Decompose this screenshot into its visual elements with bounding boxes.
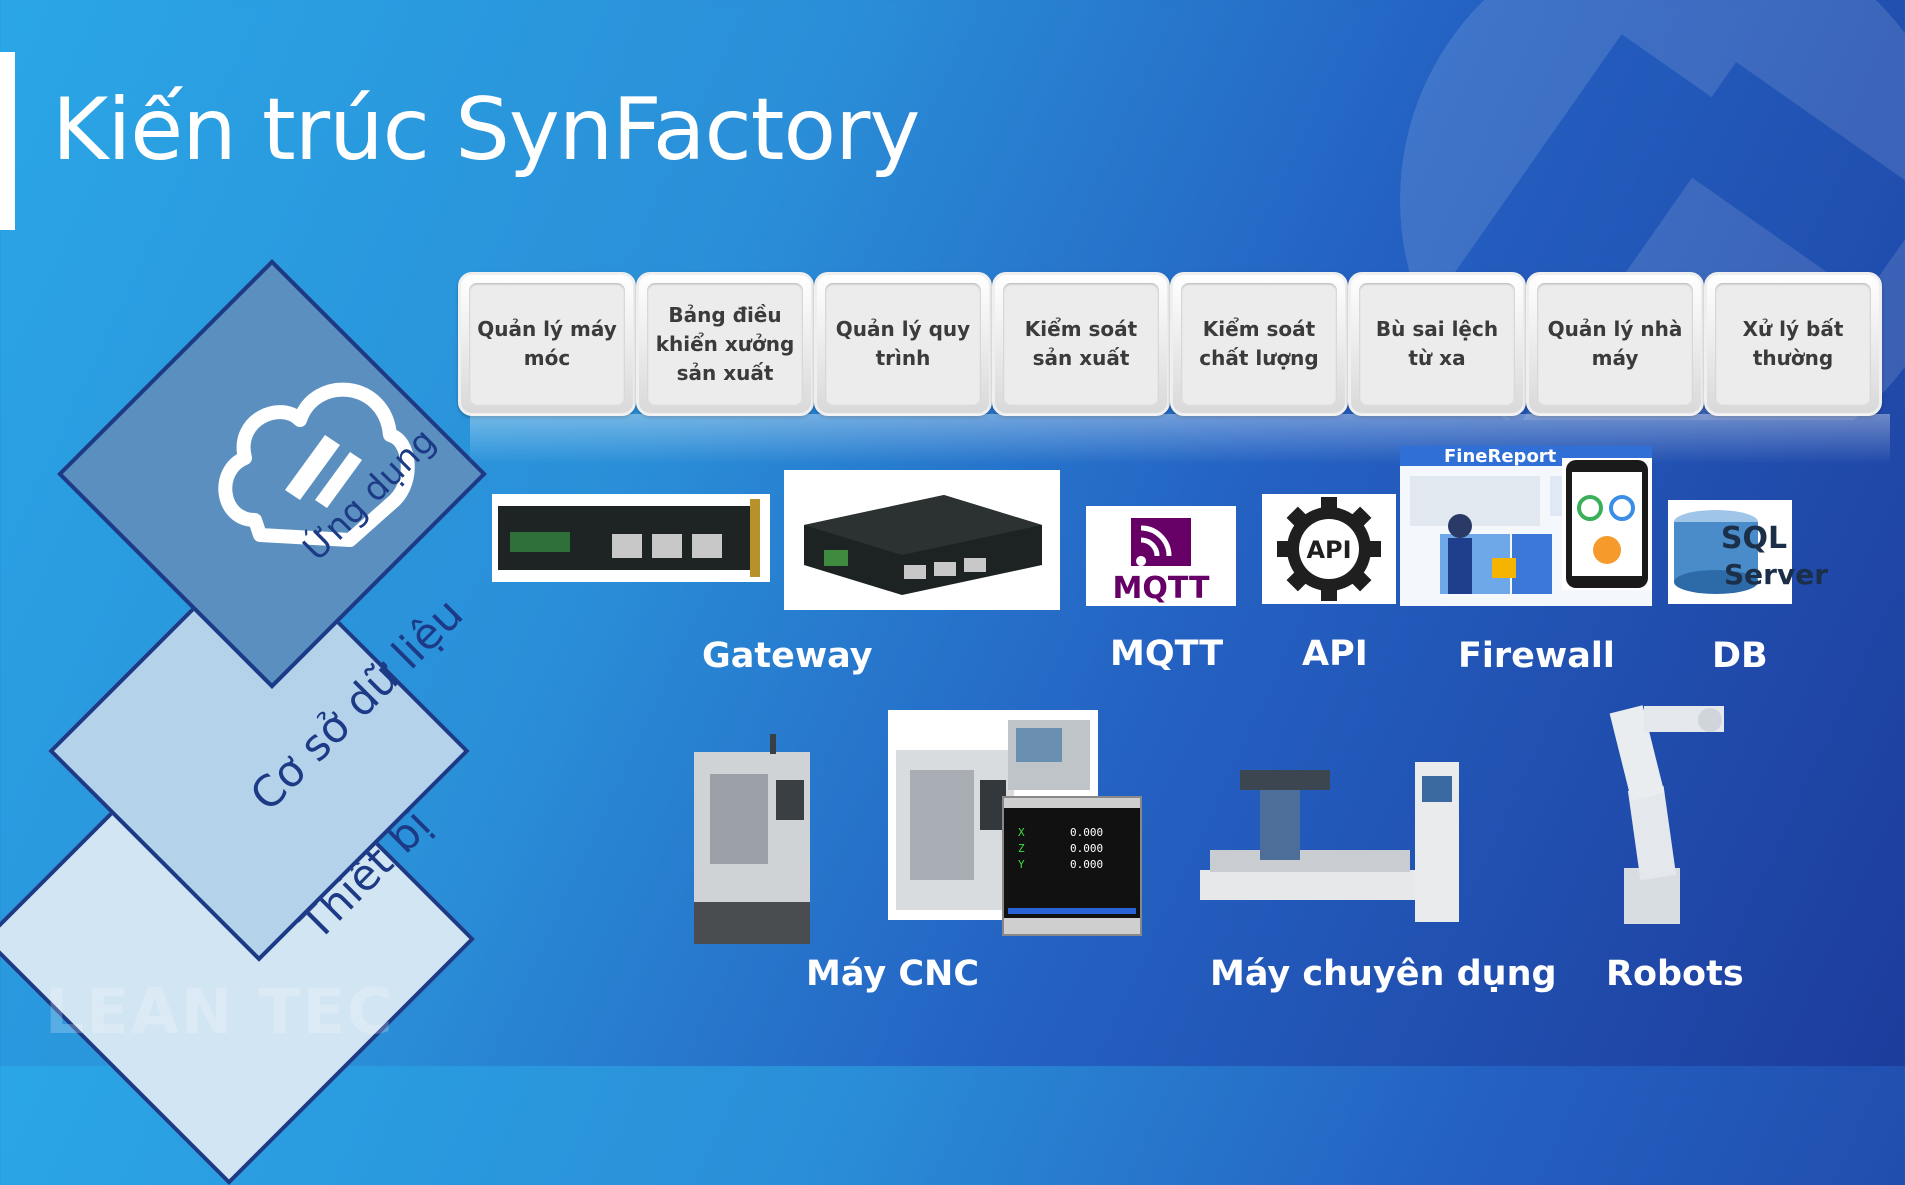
api-logo-text: API [1306, 536, 1351, 564]
module-card[interactable]: Quản lý nhà máy [1526, 272, 1704, 416]
mqtt-logo: MQTT [1086, 506, 1236, 606]
cnc-label: Máy CNC [806, 954, 980, 994]
mqtt-label: MQTT [1110, 634, 1224, 674]
title-accent-bar [0, 52, 15, 230]
module-label: Quản lý quy trình [825, 283, 981, 405]
module-card[interactable]: Bảng điều khiển xưởng sản xuất [636, 272, 814, 416]
module-card[interactable]: Kiểm soát sản xuất [992, 272, 1170, 416]
gateway-label: Gateway [702, 636, 873, 676]
page-title: Kiến trúc SynFactory [52, 80, 920, 180]
svg-text:0.000: 0.000 [1070, 858, 1103, 871]
module-label: Quản lý máy móc [469, 283, 625, 405]
svg-text:X: X [1018, 826, 1025, 839]
watermark-text: LEAN TEC [45, 975, 395, 1048]
sql-logo-text-1: SQL [1721, 521, 1787, 556]
robot-arm-image [1584, 698, 1734, 930]
svg-text:Z: Z [1018, 842, 1025, 855]
module-label: Xử lý bất thường [1715, 283, 1871, 405]
firewall-label: Firewall [1458, 636, 1615, 676]
module-label: Bảng điều khiển xưởng sản xuất [647, 283, 803, 405]
api-label: API [1302, 634, 1368, 674]
module-label: Kiểm soát chất lượng [1181, 283, 1337, 405]
module-label: Bù sai lệch từ xa [1359, 283, 1515, 405]
sql-server-database-icon: SQL Server [1664, 500, 1828, 604]
module-card[interactable]: Bù sai lệch từ xa [1348, 272, 1526, 416]
mqtt-logo-text: MQTT [1113, 571, 1211, 606]
svg-text:0.000: 0.000 [1070, 826, 1103, 839]
phone-dashboard-image [1562, 458, 1652, 590]
cnc-control-screen: X 0.000 Z 0.000 Y 0.000 [1002, 796, 1142, 936]
svg-text:Y: Y [1018, 858, 1025, 871]
cloud-app-icon [218, 382, 415, 547]
gateway-device-1-image [492, 494, 770, 582]
finereport-logo-text: FineReport [1444, 446, 1557, 467]
special-machine-label: Máy chuyên dụng [1210, 954, 1557, 994]
layer-stack: Thiết bị Cơ sở dữ liệu Ứng dụng [0, 210, 600, 1185]
module-reflection [470, 414, 1890, 464]
api-gear-icon: API [1262, 494, 1396, 604]
module-card[interactable]: Quản lý máy móc [458, 272, 636, 416]
special-machine-image [1200, 750, 1476, 926]
module-label: Quản lý nhà máy [1537, 283, 1693, 405]
gateway-device-2-image [784, 470, 1060, 610]
module-card[interactable]: Kiểm soát chất lượng [1170, 272, 1348, 416]
module-label: Kiểm soát sản xuất [1003, 283, 1159, 405]
sql-logo-text-2: Server [1724, 558, 1828, 591]
svg-text:0.000: 0.000 [1070, 842, 1103, 855]
module-card[interactable]: Quản lý quy trình [814, 272, 992, 416]
module-card[interactable]: Xử lý bất thường [1704, 272, 1882, 416]
robots-label: Robots [1606, 954, 1744, 994]
db-label: DB [1712, 636, 1768, 676]
cnc-machine-1-image [684, 734, 830, 944]
module-row: Quản lý máy móc Bảng điều khiển xưởng sả… [458, 272, 1894, 416]
